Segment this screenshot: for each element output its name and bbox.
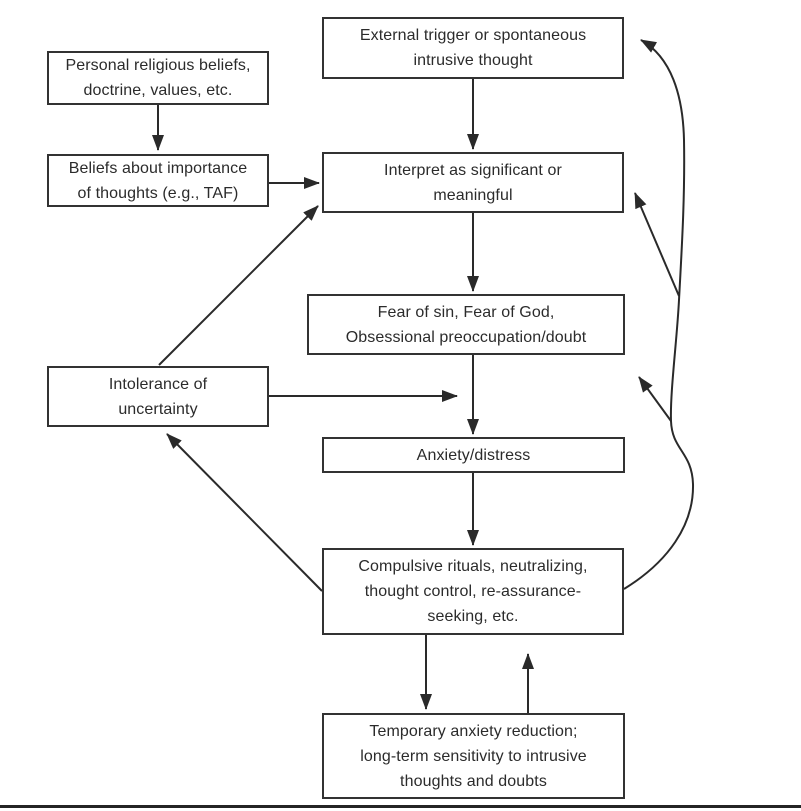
node-line: Personal religious beliefs, (65, 57, 251, 74)
node-line: long-term sensitivity to intrusive (360, 747, 587, 765)
node-compulsive-rituals: Compulsive rituals, neutralizing, though… (322, 548, 624, 635)
arrow-compulsive-to-fear (638, 376, 672, 422)
node-interpret-significant: Interpret as significant or meaningful (322, 152, 624, 213)
node-fear-of-sin: Fear of sin, Fear of God, Obsessional pr… (307, 294, 625, 355)
node-line: doctrine, values, etc. (83, 82, 233, 99)
node-line: uncertainty (118, 400, 198, 418)
node-beliefs-importance: Beliefs about importance of thoughts (e.… (47, 154, 269, 207)
node-line: thoughts and doubts (400, 772, 547, 790)
node-personal-beliefs: Personal religious beliefs, doctrine, va… (47, 51, 269, 105)
node-line: seeking, etc. (427, 608, 519, 625)
node-line: Obsessional preoccupation/doubt (345, 328, 587, 346)
node-line: thought control, re-assurance- (364, 583, 582, 600)
node-line: Intolerance of (108, 375, 208, 393)
node-anxiety-distress: Anxiety/distress (322, 437, 625, 473)
node-line: meaningful (433, 186, 513, 204)
node-external-trigger: External trigger or spontaneous intrusiv… (322, 17, 624, 79)
arrow-compulsive-to-external (623, 39, 695, 590)
node-intolerance-uncertainty: Intolerance of uncertainty (47, 366, 269, 427)
arrow-compulsive-to-interpret (634, 192, 680, 297)
node-line: Compulsive rituals, neutralizing, (358, 558, 588, 575)
arrow-compulsive-to-intolerance (166, 433, 323, 592)
node-line: Interpret as significant or (384, 161, 562, 179)
node-line: of thoughts (e.g., TAF) (77, 184, 239, 202)
node-temporary-reduction: Temporary anxiety reduction; long-term s… (322, 713, 625, 799)
node-line: Beliefs about importance (68, 159, 248, 177)
node-line: External trigger or spontaneous (359, 27, 587, 44)
node-line: intrusive thought (413, 52, 533, 69)
node-line: Temporary anxiety reduction; (369, 722, 578, 740)
arrow-intolerance-to-interpret (158, 205, 319, 366)
bottom-rule (0, 805, 801, 808)
node-line: Anxiety/distress (416, 446, 531, 464)
node-line: Fear of sin, Fear of God, (377, 303, 555, 321)
